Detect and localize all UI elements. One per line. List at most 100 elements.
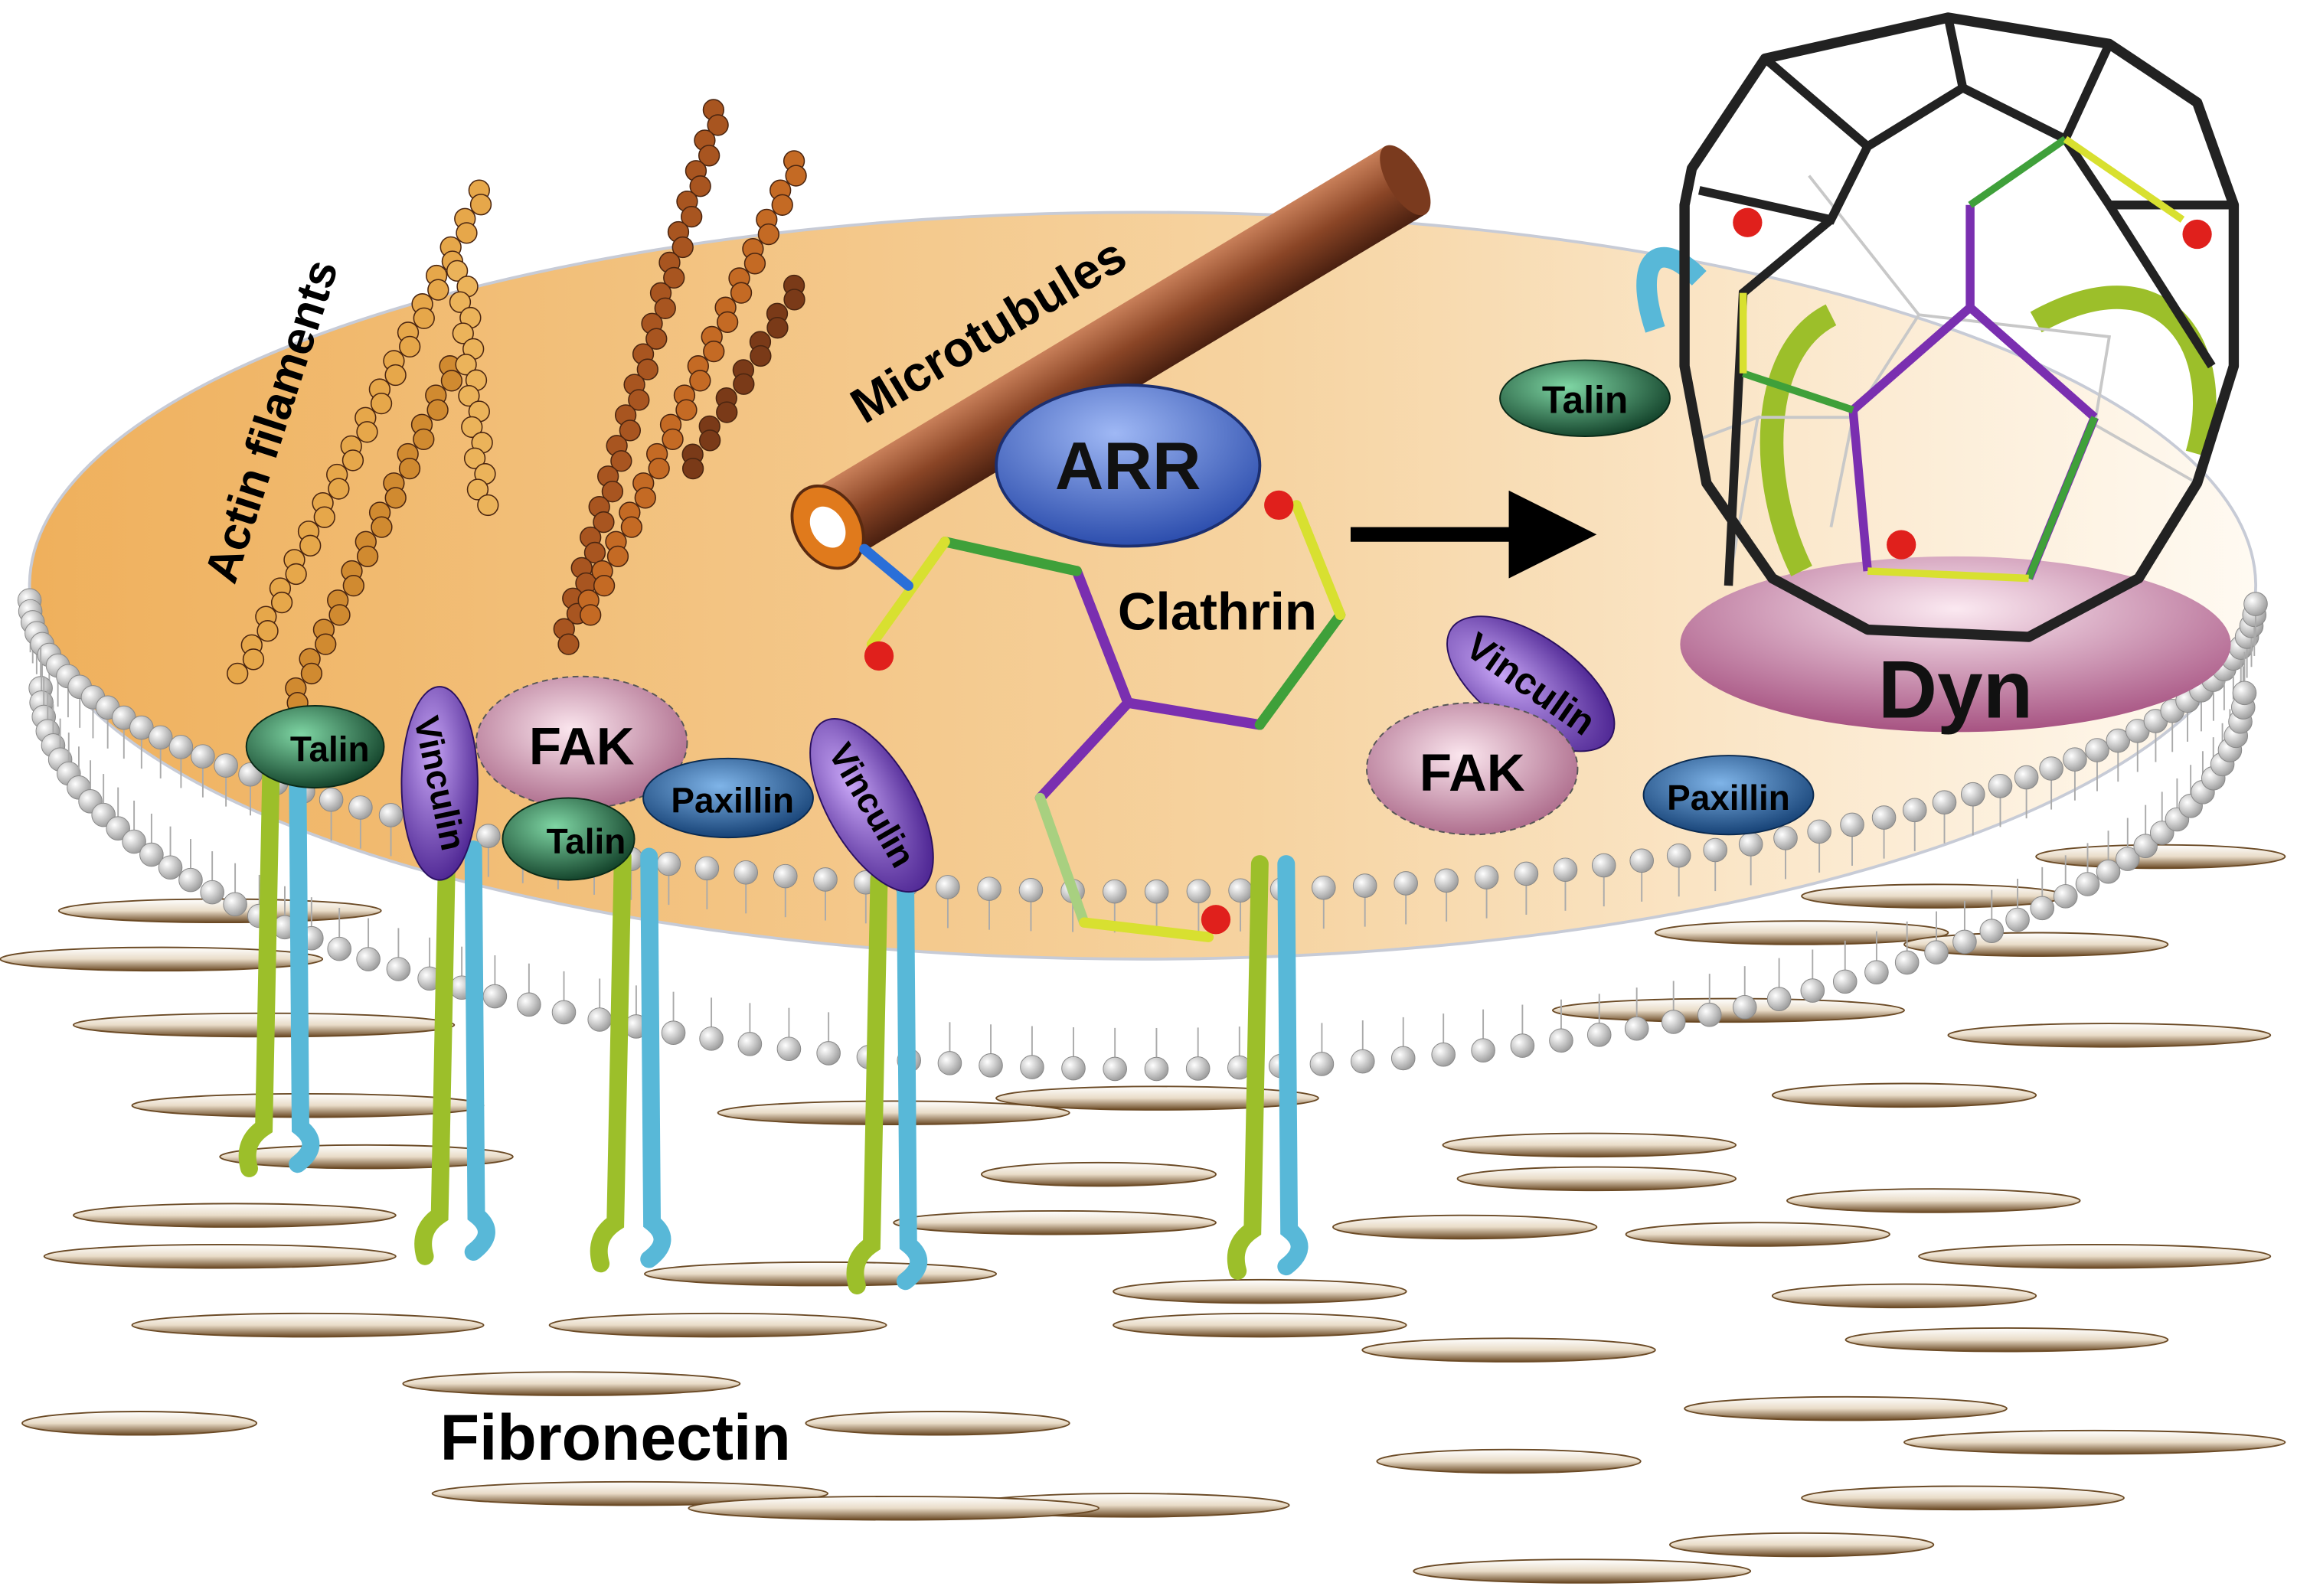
actin-monomer <box>766 317 789 339</box>
lipid-head <box>1586 1023 1612 1047</box>
fibronectin-fiber <box>1456 1166 1737 1192</box>
lipid-head <box>551 1000 577 1025</box>
lipid-head <box>223 892 247 917</box>
clathrin-terminal-domain <box>1733 207 1763 237</box>
actin-monomer <box>456 222 478 244</box>
fibronectin-fiber <box>1771 1283 2037 1309</box>
lipid-head <box>1474 865 1499 889</box>
lipid-head <box>191 744 215 769</box>
fibronectin-fiber <box>1361 1337 1656 1363</box>
lipid-head <box>2039 756 2063 781</box>
lipid-head <box>1144 879 1169 904</box>
lipid-head <box>737 1032 763 1056</box>
integrin-alpha <box>590 847 632 1273</box>
lipid-head <box>813 867 838 892</box>
lipid-head <box>1591 853 1616 878</box>
lipid-head <box>694 856 720 881</box>
fibronectin-fiber <box>43 1243 397 1269</box>
lipid-head <box>386 957 411 981</box>
actin-monomer <box>270 591 293 614</box>
integrin-alpha <box>1227 855 1269 1280</box>
lipid-head <box>319 787 344 812</box>
lipid-head <box>1773 826 1798 850</box>
actin-monomer <box>610 450 632 472</box>
fibronectin-fiber <box>1918 1243 2272 1269</box>
lipid-head <box>1661 1010 1686 1034</box>
integrin-beta <box>1277 855 1309 1276</box>
actin-monomer <box>716 401 738 423</box>
fibronectin-fiber <box>1844 1327 2169 1353</box>
actin-monomer <box>427 279 449 301</box>
actin-monomer <box>699 429 721 452</box>
actin-monomer <box>601 481 624 503</box>
actin-monomer <box>757 223 779 246</box>
lipid-head <box>2133 834 2158 858</box>
actin-monomer <box>620 516 643 538</box>
lipid-head <box>1434 868 1459 893</box>
lipid-head <box>1732 994 1757 1020</box>
actin-monomer <box>689 370 711 392</box>
lipid-head <box>1703 837 1728 863</box>
fak-protein: FAK <box>1366 702 1579 836</box>
fibronectin-fiber <box>1771 1082 2037 1108</box>
fak-label: FAK <box>529 717 635 776</box>
actin-monomer <box>730 282 753 304</box>
clathrin-terminal-domain <box>2182 219 2212 250</box>
lipid-head <box>977 876 1001 901</box>
lipid-head <box>1924 940 1949 964</box>
fibronectin-fiber <box>893 1209 1217 1235</box>
fibronectin-fiber <box>980 1161 1217 1187</box>
lipid-head <box>1807 819 1831 844</box>
lipid-head <box>1871 805 1897 830</box>
lipid-head <box>937 1051 962 1075</box>
actin-monomer <box>707 114 729 136</box>
lipid-head <box>1894 950 1920 975</box>
fibronectin-fiber <box>131 1312 485 1338</box>
lipid-head <box>2116 847 2140 871</box>
fibronectin-fiber <box>1413 1558 1752 1584</box>
talin-protein: Talin <box>502 797 636 881</box>
actin-monomer <box>356 421 378 443</box>
lipid-head <box>1553 857 1578 883</box>
lipid-head <box>1952 929 1977 955</box>
lipid-head <box>2085 738 2109 762</box>
lipid-head <box>1510 1033 1535 1058</box>
actin-monomer <box>399 335 421 358</box>
lipid-head <box>2243 592 2268 616</box>
lipid-head <box>2014 765 2039 790</box>
actin-monomer <box>356 545 379 568</box>
actin-monomer <box>681 205 703 228</box>
actin-monomer <box>698 145 720 167</box>
actin-monomer <box>446 259 469 282</box>
actin-monomer <box>703 340 725 363</box>
fibronectin-fiber <box>1551 997 1905 1023</box>
lipid-head <box>776 1036 802 1062</box>
microtubule <box>790 145 1431 570</box>
clathrin-label: Clathrin <box>1118 583 1317 641</box>
fibronectin-label: Fibronectin <box>440 1402 791 1474</box>
fibronectin-fiber <box>1801 883 2067 909</box>
actin-monomer <box>634 487 656 509</box>
lipid-head <box>1864 960 1889 984</box>
actin-monomer <box>580 604 602 626</box>
lipid-head <box>1738 832 1763 857</box>
lipid-head <box>200 880 224 905</box>
fak-label: FAK <box>1420 743 1525 802</box>
actin-monomer <box>461 416 483 439</box>
actin-monomer <box>449 291 472 313</box>
arr-protein <box>995 383 1262 548</box>
lipid-head <box>327 936 351 961</box>
talin-label: Talin <box>290 729 370 769</box>
actin-monomer <box>733 373 755 395</box>
fibronectin-fiber <box>1903 1429 2286 1455</box>
lipid-head <box>816 1041 841 1066</box>
actin-monomer <box>315 633 337 655</box>
fibronectin-fiber <box>431 1480 829 1506</box>
lipid-head <box>661 1020 686 1045</box>
actin-monomer <box>328 604 351 626</box>
lipid-head <box>1840 812 1864 837</box>
fibronectin-fiber <box>21 1411 258 1436</box>
actin-monomer <box>783 289 805 311</box>
lipid-head <box>2005 907 2030 932</box>
actin-monomer <box>300 662 323 685</box>
